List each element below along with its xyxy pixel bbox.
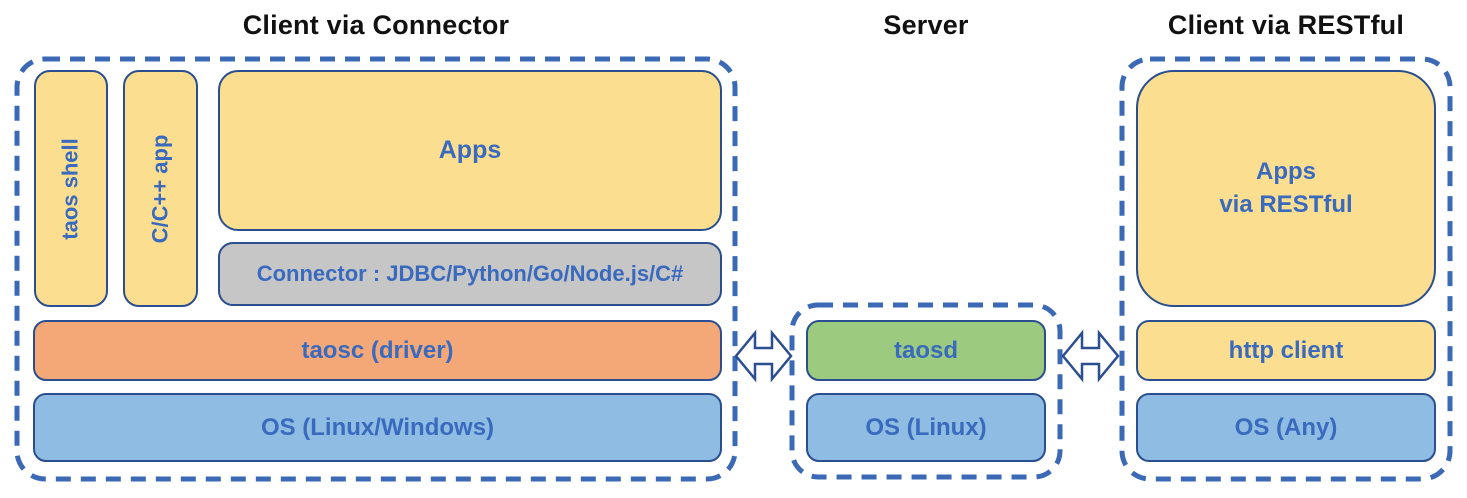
double-arrow-icon xyxy=(1061,329,1120,383)
os-linux-windows-box: OS (Linux/Windows) xyxy=(33,393,722,462)
apps-box: Apps xyxy=(218,70,722,231)
connector-section-outline xyxy=(14,56,738,482)
server-section-title: Server xyxy=(883,10,969,40)
taosc-driver-label: taosc (driver) xyxy=(301,336,454,364)
apps-label: Apps xyxy=(438,136,502,164)
taos-shell-box: taos shell xyxy=(34,70,108,307)
apps-via-restful-box: Apps via RESTful xyxy=(1136,70,1436,307)
cpp-app-box: C/C++ app xyxy=(123,70,198,307)
taosd-box: taosd xyxy=(806,320,1046,381)
http-client-box: http client xyxy=(1136,320,1436,381)
restful-section-title: Client via RESTful xyxy=(1167,10,1405,40)
os-any-box: OS (Any) xyxy=(1136,393,1436,462)
os-any-label: OS (Any) xyxy=(1234,413,1338,441)
http-client-label: http client xyxy=(1228,336,1344,364)
taos-shell-label: taos shell xyxy=(58,137,84,240)
double-arrow-icon xyxy=(734,329,793,383)
taosd-label: taosd xyxy=(893,336,958,364)
server-section-outline xyxy=(789,302,1063,480)
restful-section-outline xyxy=(1119,56,1453,482)
os-linux-windows-label: OS (Linux/Windows) xyxy=(260,413,495,441)
taosc-driver-box: taosc (driver) xyxy=(33,320,722,381)
os-linux-label: OS (Linux) xyxy=(865,413,987,441)
connector-box: Connector : JDBC/Python/Go/Node.js/C# xyxy=(218,242,722,306)
cpp-app-label: C/C++ app xyxy=(147,134,173,243)
os-linux-box: OS (Linux) xyxy=(806,393,1046,462)
connector-section-title: Client via Connector xyxy=(242,10,510,40)
connector-label: Connector : JDBC/Python/Go/Node.js/C# xyxy=(256,261,684,286)
apps-via-restful-label: Apps via RESTful xyxy=(1219,158,1353,218)
